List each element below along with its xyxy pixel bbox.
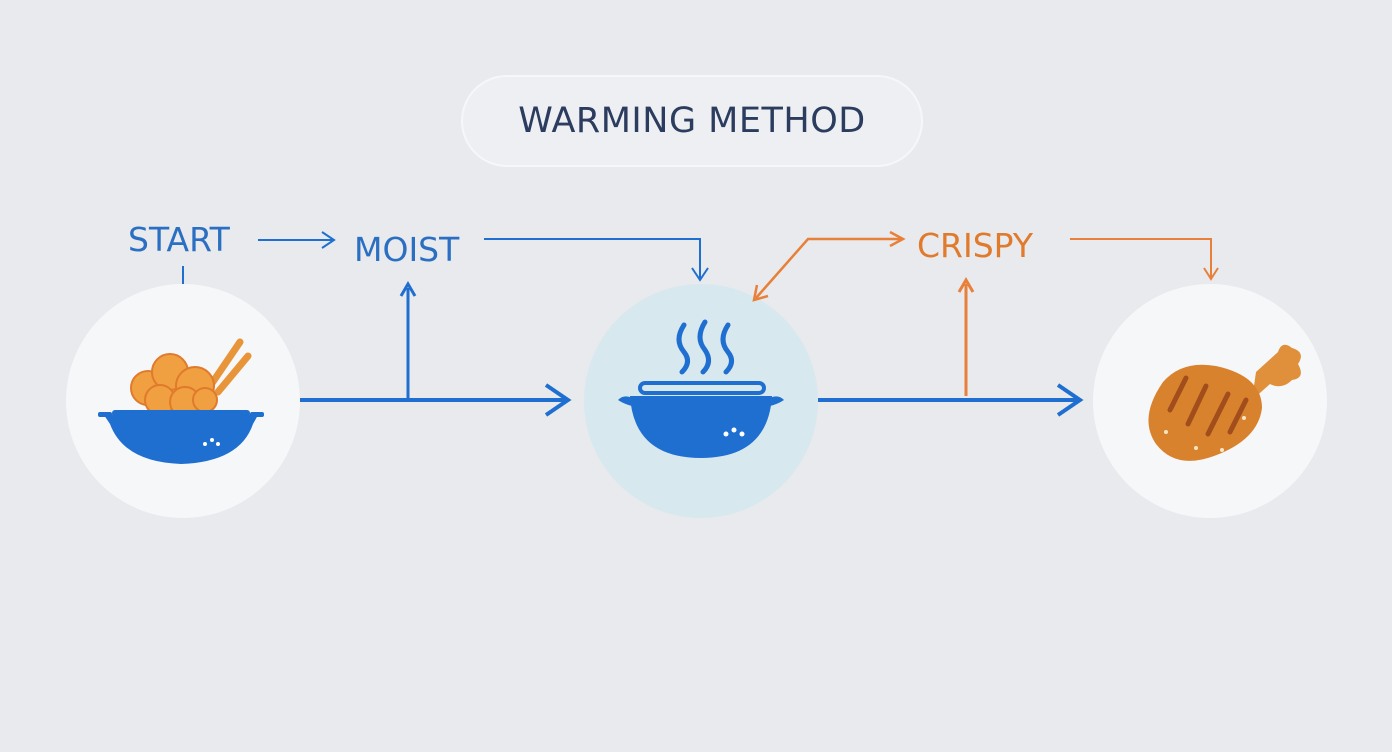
branch-up-to-moist [399,281,417,398]
steaming-pot-icon [618,319,784,458]
start-label: START [128,220,230,259]
crispy-label: CRISPY [917,226,1033,265]
arrow-crispy-loop [752,230,906,302]
branch-up-to-crispy [957,277,975,396]
moist-label: MOIST [354,230,460,269]
diagram-title-text: WARMING METHOD [518,101,866,141]
fried-chicken-leg-icon [1148,344,1301,461]
arrow-start-to-moist [258,231,336,249]
main-arrow-start-to-pot [300,383,572,417]
diagram-title: WARMING METHOD [461,75,923,167]
arrow-crispy-to-result [1070,238,1219,281]
bowl-with-food-icon [98,338,264,464]
main-arrow-pot-to-result [818,383,1084,417]
arrow-moist-to-pot [484,238,709,282]
